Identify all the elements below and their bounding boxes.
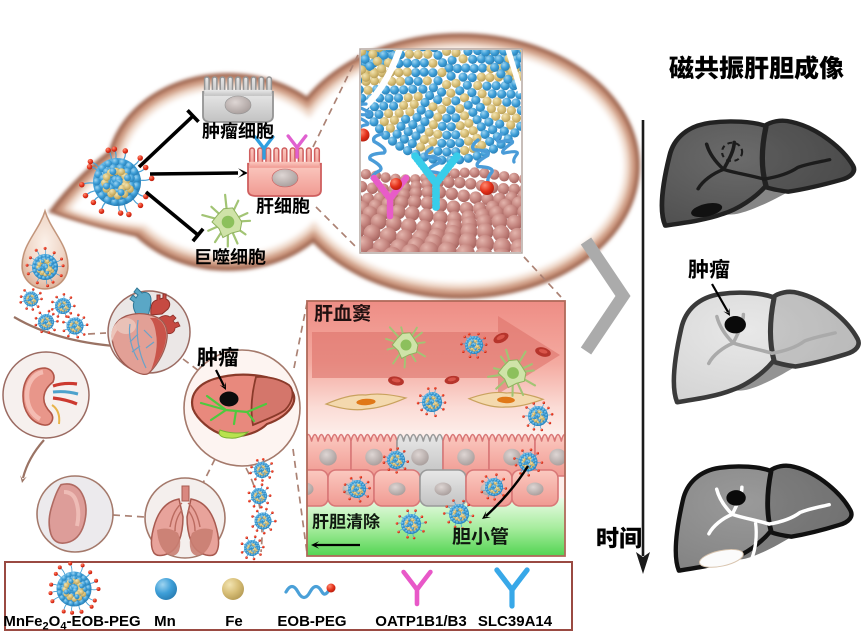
svg-text:OATP1B1/B3: OATP1B1/B3 (375, 613, 466, 630)
svg-text:Mn: Mn (154, 613, 176, 630)
svg-text:EOB-PEG: EOB-PEG (277, 613, 346, 630)
svg-text:SLC39A14: SLC39A14 (478, 613, 553, 630)
svg-text:MnFe2O4-EOB-PEG: MnFe2O4-EOB-PEG (3, 613, 140, 633)
svg-text:Fe: Fe (225, 613, 243, 630)
